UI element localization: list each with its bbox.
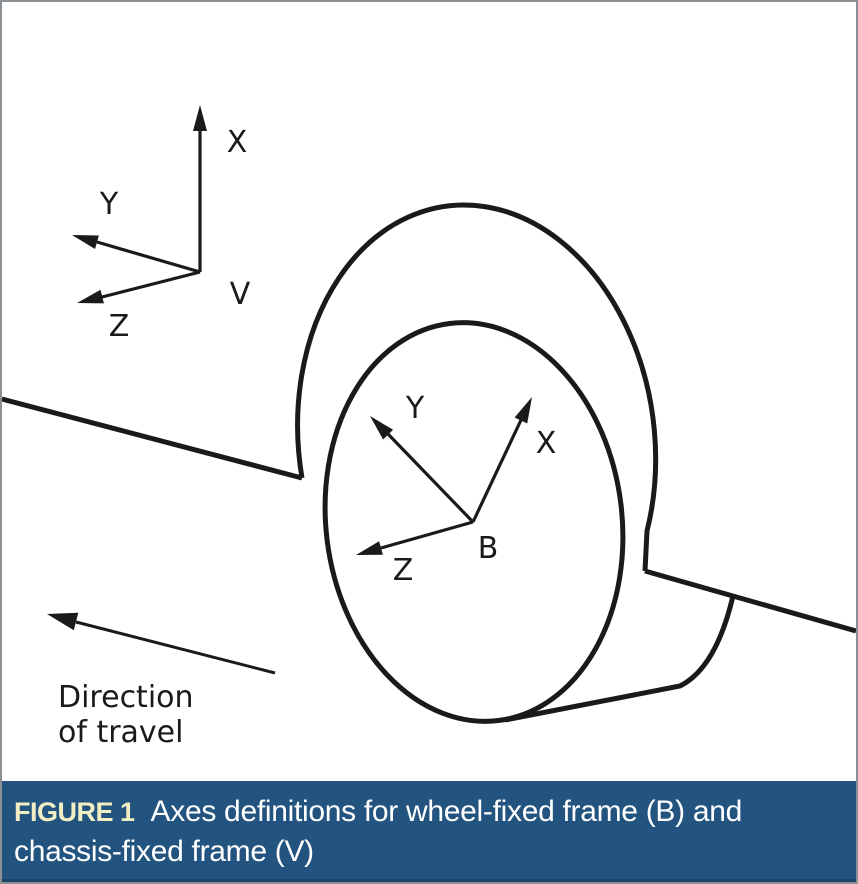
v-frame-z-label: Z bbox=[109, 309, 130, 344]
b-frame-z-label: Z bbox=[393, 553, 414, 588]
figure-caption-bar: FIGURE 1 Axes definitions for wheel-fixed… bbox=[2, 781, 856, 882]
caption-line1: Axes definitions for wheel-fixed frame (… bbox=[150, 795, 743, 828]
wheel-arch-fender bbox=[295, 202, 659, 572]
v-frame-y-axis-arrow bbox=[72, 235, 201, 274]
b-frame-y-label: Y bbox=[405, 391, 425, 426]
b-frame-x-axis-arrow bbox=[471, 397, 532, 523]
caption-row-1: FIGURE 1 Axes definitions for wheel-fixed… bbox=[14, 794, 844, 834]
caption-line2: chassis-fixed frame (V) bbox=[14, 835, 314, 868]
b-frame-y-axis-arrow bbox=[370, 416, 475, 524]
b-frame-origin-label: B bbox=[478, 531, 499, 566]
chassis-frame-v: X Y Z V bbox=[72, 105, 251, 344]
v-frame-z-axis-arrow bbox=[77, 270, 201, 304]
axes-definition-diagram: X Y Z V X Y Z B bbox=[2, 105, 856, 750]
b-frame-x-label: X bbox=[536, 426, 557, 461]
direction-of-travel-arrow bbox=[47, 612, 276, 675]
v-frame-y-label: Y bbox=[99, 187, 119, 222]
v-frame-x-label: X bbox=[227, 125, 248, 160]
direction-of-travel: Direction of travel bbox=[47, 612, 276, 750]
vehicle-body-line-left bbox=[2, 396, 303, 481]
vehicle-body-line-right bbox=[644, 568, 856, 634]
figure-number-label: FIGURE 1 bbox=[14, 797, 135, 827]
direction-label-line2: of travel bbox=[58, 715, 183, 750]
direction-label-line1: Direction bbox=[58, 680, 194, 715]
b-frame-z-axis-arrow bbox=[356, 520, 474, 555]
v-frame-origin-label: V bbox=[230, 277, 251, 312]
body-valance-curve bbox=[504, 595, 736, 723]
v-frame-x-axis-arrow bbox=[193, 105, 207, 272]
wheel-frame-b: X Y Z B bbox=[356, 391, 556, 588]
